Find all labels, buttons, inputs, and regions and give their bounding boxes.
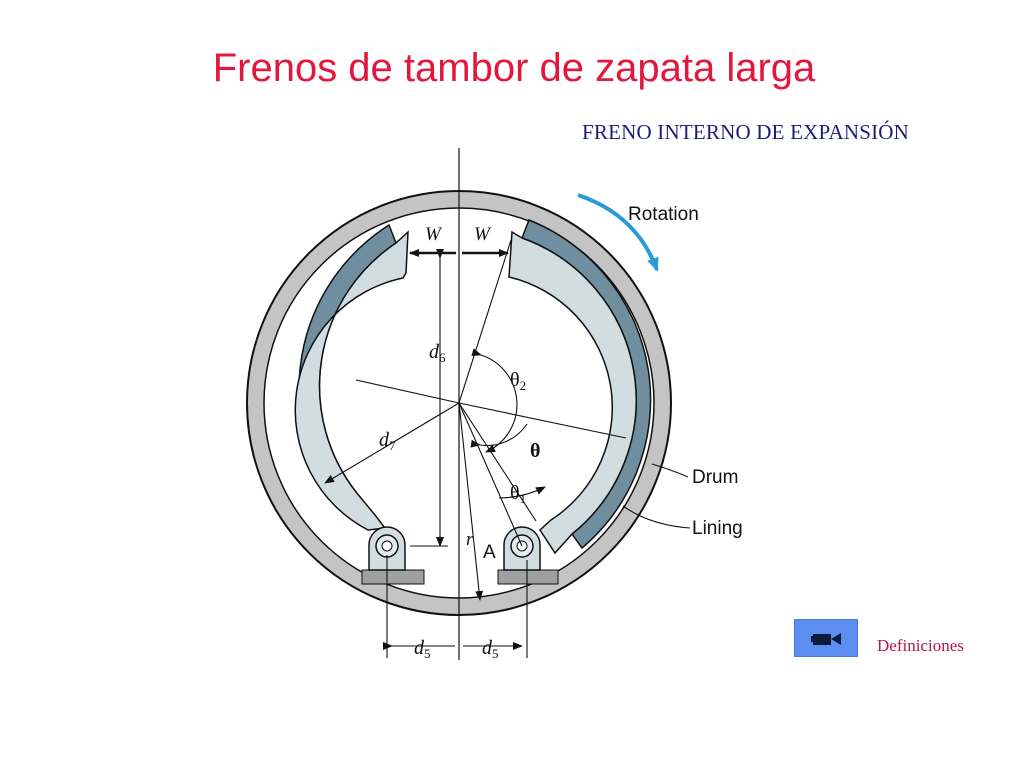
definitions-link[interactable]: Definiciones — [877, 636, 964, 655]
rotation-arrow — [577, 193, 659, 272]
right-pivot — [503, 526, 541, 571]
theta1-label: θ1 — [510, 482, 526, 506]
pivot-a-label: A — [483, 542, 496, 563]
lining-leader — [622, 505, 691, 529]
right-brake-shoe — [508, 219, 652, 555]
drum-leader — [651, 463, 689, 478]
radius-label: r — [466, 529, 474, 550]
slide-title: Frenos de tambor de zapata larga — [212, 46, 816, 90]
force-label-left: W — [425, 224, 443, 245]
right-ground — [497, 569, 559, 585]
left-brake-shoe — [294, 223, 409, 531]
lining-label: Lining — [692, 518, 743, 539]
left-ground — [361, 569, 425, 585]
drum-label: Drum — [692, 467, 738, 488]
movie-camera-icon — [811, 633, 841, 645]
definitions-nav-button[interactable] — [794, 619, 858, 657]
d5-left-label: d5 — [414, 637, 431, 661]
theta2-label: θ2 — [510, 369, 526, 393]
d5-right-label: d5 — [482, 637, 499, 661]
theta-label: θ — [530, 440, 540, 462]
right-shoe-body — [508, 230, 637, 555]
rotation-label: Rotation — [628, 204, 699, 225]
construction-lines — [324, 239, 627, 658]
d7-label: d7 — [379, 429, 396, 453]
d6-label: d6 — [429, 341, 446, 365]
left-shoe-body — [294, 230, 409, 531]
force-label-right: W — [474, 224, 492, 245]
slide-subtitle: FRENO INTERNO DE EXPANSIÓN — [582, 120, 910, 144]
left-pivot — [368, 526, 406, 571]
